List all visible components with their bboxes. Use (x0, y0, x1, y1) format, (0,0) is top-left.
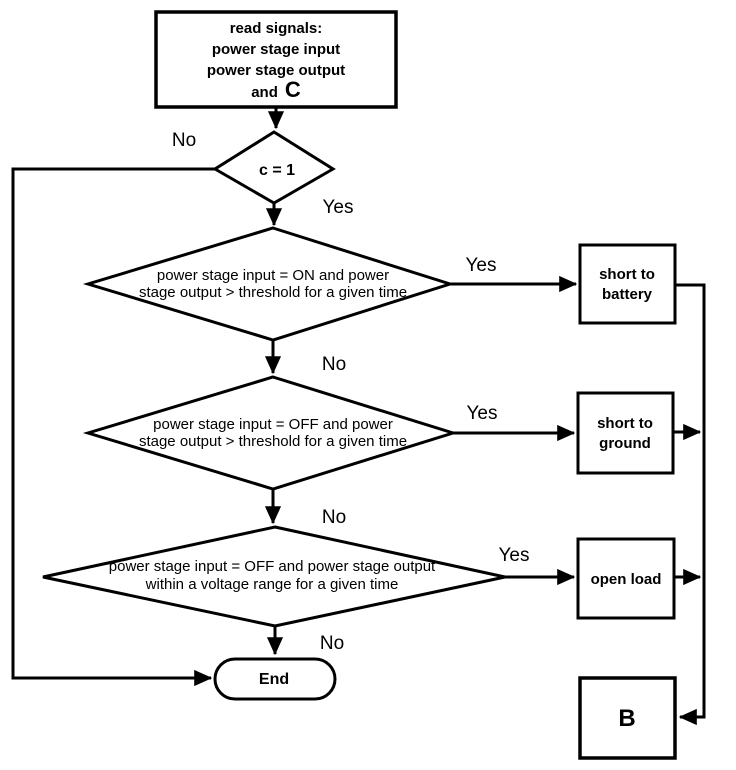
decision-c-check (212, 130, 336, 205)
decision-open-load-line2: within a voltage range for a given time (145, 576, 399, 593)
arrow-c-check-no-loop-to-end (11, 167, 215, 687)
b-connector-label: B (618, 705, 635, 732)
decision-battery-line2: stage output > threshold for a given tim… (139, 284, 407, 301)
edge-label-open-yes: Yes (499, 545, 530, 566)
b-connector-box (578, 676, 677, 760)
result-ground-line1: short to (597, 415, 653, 432)
edge-label-c-no: No (172, 130, 196, 151)
decision-battery-line1: power stage input = ON and power (157, 267, 389, 284)
start-box-line2: power stage input (212, 41, 340, 58)
decision-short-to-battery (82, 226, 455, 342)
end-terminal-label: End (259, 671, 289, 688)
edge-label-ground-yes: Yes (467, 403, 498, 424)
result-battery-line1: short to (599, 266, 655, 283)
result-short-to-battery-box (578, 243, 677, 325)
end-terminal (213, 657, 337, 701)
start-box-line1: read signals: (230, 20, 323, 37)
start-box-line3: power stage output (207, 62, 345, 79)
result-ground-line2: ground (599, 435, 651, 452)
start-box-c-symbol: C (285, 77, 301, 102)
connector-battery-to-b (675, 283, 706, 726)
edge-label-open-no: No (320, 633, 344, 654)
result-battery-line2: battery (602, 286, 653, 303)
edge-label-ground-no: No (322, 507, 346, 528)
decision-open-load (42, 525, 506, 628)
decision-ground-line2: stage output > threshold for a given tim… (139, 433, 407, 450)
edge-label-c-yes: Yes (323, 197, 354, 218)
decision-c-check-label: c = 1 (259, 162, 295, 179)
edge-label-battery-yes: Yes (466, 255, 497, 276)
start-box (154, 10, 398, 109)
start-box-and-label: and (251, 84, 278, 101)
decision-ground-line1: power stage input = OFF and power (153, 416, 393, 433)
result-open-load-label: open load (591, 571, 662, 588)
decision-short-to-ground (82, 375, 459, 491)
result-open-load-box (576, 537, 676, 620)
decision-open-load-line1: power stage input = OFF and power stage … (109, 558, 436, 575)
start-box-line4: and C (251, 77, 301, 102)
result-short-to-ground-box (576, 391, 675, 475)
edge-label-battery-no: No (322, 354, 346, 375)
